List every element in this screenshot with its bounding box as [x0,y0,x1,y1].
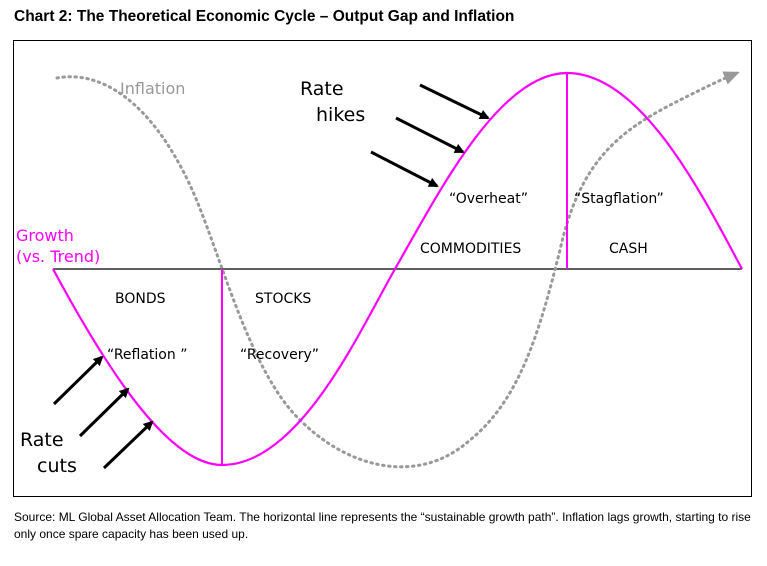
phase-name-recovery: “Recovery” [240,347,319,363]
diagram-frame [13,40,752,497]
growth-curve [52,71,743,467]
phase-asset-commodities: COMMODITIES [420,241,521,257]
chart-title: Chart 2: The Theoretical Economic Cycle … [14,8,515,25]
rate-hike-arrow [419,83,490,120]
growth-label-subtitle: (vs. Trend) [16,247,100,266]
rate-hike-arrow [370,150,439,188]
rate-hikes-label-line2: hikes [316,104,365,126]
rate-cuts-label-line2: cuts [37,455,77,477]
rate-hikes-label: Rate [300,78,344,100]
rate-cut-arrow [102,420,154,470]
rate-cut-arrow [52,355,104,406]
inflation-label: Inflation [120,79,185,98]
phase-name-overheat: “Overheat” [449,191,528,207]
rate-cut-arrow [78,387,130,438]
phase-name-stagflation: “Stagflation” [574,191,664,207]
rate-hike-arrow [395,116,465,154]
rate-cuts-label: Rate [20,429,64,451]
phase-asset-bonds: BONDS [115,291,166,307]
source-note: Source: ML Global Asset Allocation Team.… [14,510,751,541]
inflation-curve [55,71,740,469]
growth-label: Growth [16,226,74,245]
phase-asset-cash: CASH [609,241,648,257]
phase-asset-stocks: STOCKS [255,291,311,307]
phase-name-reflation: “Reflation ” [107,347,187,363]
